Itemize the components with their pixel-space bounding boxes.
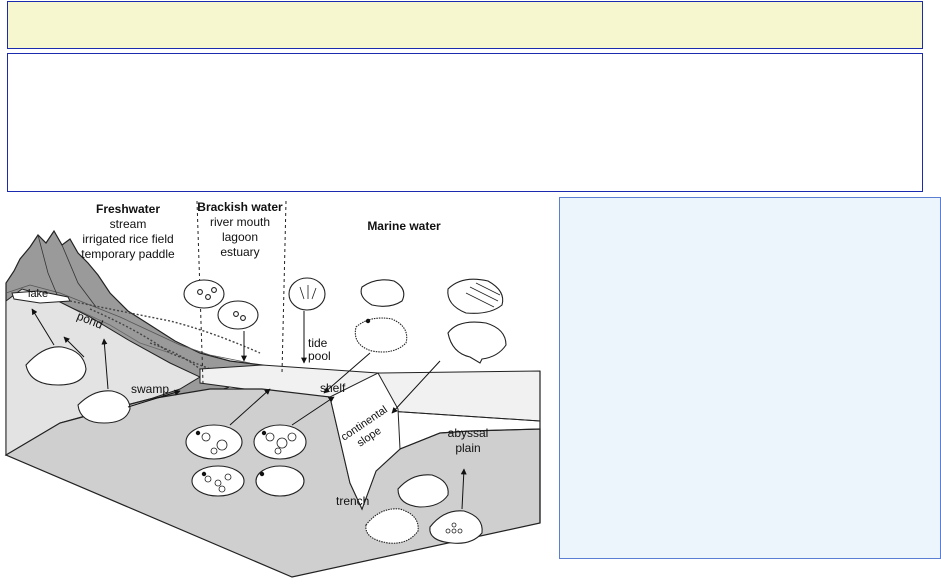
- title-banner: [7, 1, 923, 49]
- brackish-line-1: river mouth: [210, 215, 270, 229]
- description-panel: [7, 53, 923, 192]
- shell-shelf-1: [360, 279, 405, 307]
- brackish-heading: Brackish water: [197, 200, 283, 214]
- shell-abyssal-2: [365, 508, 419, 544]
- freshwater-heading: Freshwater: [96, 202, 160, 216]
- label-trench: trench: [336, 494, 369, 508]
- brackish-line-2: lagoon: [222, 230, 258, 244]
- brackish-shells: [183, 279, 259, 330]
- shell-brackish-1: [183, 279, 225, 309]
- shell-abyssal-3: [429, 510, 483, 544]
- freshwater-line-3: temporary paddle: [81, 247, 175, 261]
- brackish-line-3: estuary: [220, 245, 259, 259]
- shell-shelf-5: [191, 465, 245, 497]
- label-plain: plain: [455, 441, 480, 455]
- shell-shelf-6: [255, 465, 305, 497]
- label-shelf: shelf: [320, 381, 346, 395]
- continental-slope: [329, 372, 401, 511]
- shell-tide-pool: [288, 277, 326, 311]
- shell-shelf-2: [354, 317, 408, 353]
- habitat-arrows: [31, 308, 467, 510]
- shell-slope-2: [447, 321, 507, 364]
- shell-swamp: [77, 390, 131, 424]
- label-abyssal: abyssal: [448, 426, 489, 440]
- label-lake: lake: [28, 288, 48, 300]
- freshwater-line-1: stream: [110, 217, 147, 231]
- marine-heading: Marine water: [367, 219, 441, 233]
- aquatic-habitat-diagram: Freshwater stream irrigated rice field t…: [4, 200, 541, 578]
- freshwater-line-2: irrigated rice field: [82, 232, 173, 246]
- freshwater-shells: [25, 346, 131, 424]
- shell-lake: [25, 346, 87, 386]
- label-tide: tide: [308, 336, 328, 350]
- label-swamp: swamp: [131, 382, 169, 396]
- label-pool: pool: [308, 349, 331, 363]
- shell-shelf-4: [253, 424, 307, 460]
- side-panel: [559, 197, 941, 559]
- marine-shells: [185, 277, 507, 544]
- shell-slope-1: [447, 278, 504, 314]
- shell-abyssal-1: [397, 474, 449, 508]
